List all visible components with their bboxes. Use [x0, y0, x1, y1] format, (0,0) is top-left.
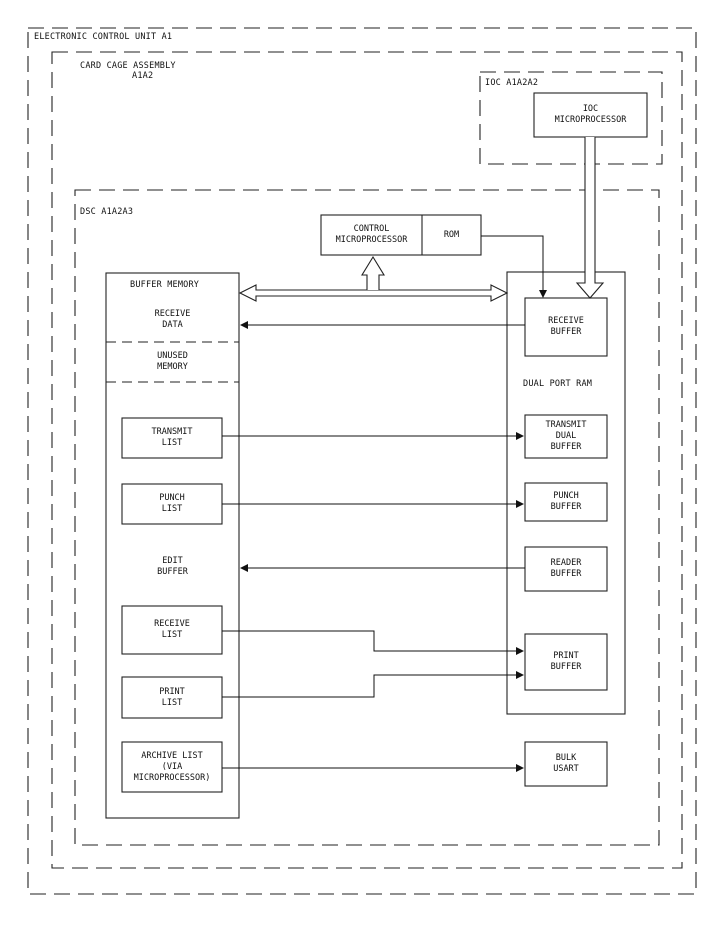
- control-microprocessor-label: CONTROL MICROPROCESSOR: [335, 224, 408, 245]
- print-list-to-print-buffer-arrow: [222, 671, 524, 698]
- dual-port-ram-label: DUAL PORT RAM: [523, 379, 593, 389]
- transmit-dual-buffer-label: TRANSMIT DUAL BUFFER: [545, 420, 587, 452]
- ioc-group-label: IOC A1A2A2: [485, 78, 539, 88]
- punch-buffer-box: [524, 482, 608, 522]
- receive-buffer-box: [524, 297, 608, 357]
- reader-buffer-box: [524, 546, 608, 592]
- buffer-memory-label: BUFFER MEMORY: [130, 280, 200, 290]
- dual-port-ram-box: [506, 271, 626, 715]
- print-buffer-label: PRINT BUFFER: [550, 651, 582, 672]
- edit-buffer-label: EDIT BUFFER: [157, 556, 188, 577]
- archive-list-box: [121, 741, 223, 793]
- rom-to-receive-buffer-arrow: [481, 235, 547, 298]
- dsc-group-label: DSC A1A2A3: [80, 207, 134, 217]
- bulk-usart-label: BULK USART: [553, 753, 579, 774]
- receive-data-label: RECEIVE DATA: [154, 309, 191, 330]
- punch-buffer-label: PUNCH BUFFER: [550, 491, 582, 512]
- dsc-enclosure: [74, 189, 660, 846]
- card-cage-enclosure: [51, 51, 683, 869]
- transmit-dual-buffer-box: [524, 414, 608, 459]
- card-cage-id-label: A1A2: [132, 71, 154, 81]
- receive-list-to-print-buffer-arrow: [222, 630, 524, 655]
- archive-list-label: ARCHIVE LIST (VIA MICROPROCESSOR): [133, 750, 211, 783]
- rom-label: ROM: [443, 229, 460, 240]
- control-microprocessor-box: [320, 214, 482, 256]
- transmit-list-box: [121, 417, 223, 459]
- reader-buffer-label: READER BUFFER: [550, 558, 582, 579]
- bus-arrow-horizontal: [238, 284, 509, 302]
- punch-list-label: PUNCH LIST: [159, 493, 185, 514]
- bulk-usart-box: [524, 741, 608, 787]
- bus-arrow-vertical: [361, 255, 385, 290]
- ioc-to-receive-buffer-arrow: [575, 137, 605, 299]
- transmit-list-label: TRANSMIT LIST: [151, 427, 193, 448]
- unused-memory-label: UNUSED MEMORY: [157, 351, 188, 372]
- receive-buffer-label: RECEIVE BUFFER: [548, 316, 584, 337]
- ioc-enclosure: [479, 71, 663, 165]
- ecu-label: ELECTRONIC CONTROL UNIT A1: [34, 32, 173, 42]
- print-list-label: PRINT LIST: [159, 686, 185, 708]
- ioc-microprocessor-label: IOC MICROPROCESSOR: [554, 104, 627, 125]
- receive-list-box: [121, 605, 223, 655]
- buffer-memory-box: [105, 272, 240, 819]
- print-buffer-box: [524, 633, 608, 691]
- card-cage-label: CARD CAGE ASSEMBLY: [80, 61, 176, 71]
- receive-list-label: RECEIVE LIST: [154, 619, 190, 640]
